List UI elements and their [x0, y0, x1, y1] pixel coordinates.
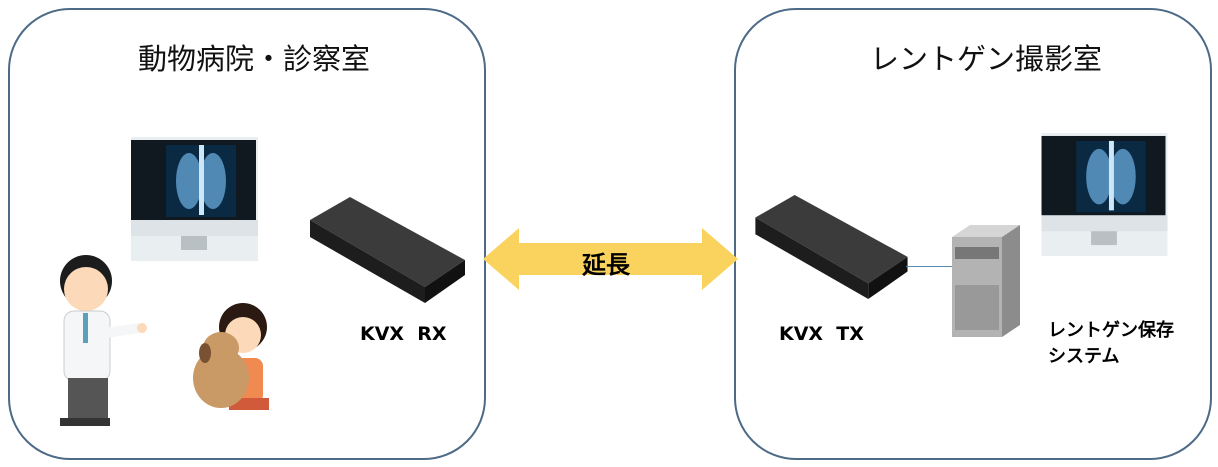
room-xray-title: レントゲン撮影室 [870, 42, 1103, 76]
server-icon [952, 225, 1020, 337]
xray-monitor-image [131, 137, 258, 261]
room-exam [8, 8, 486, 460]
extension-label: 延長 [582, 251, 630, 279]
kvx-tx-label: KVX TX [779, 323, 864, 345]
kvx-tx-device [755, 194, 908, 300]
xray-storage-line2: システム [1048, 346, 1120, 367]
kvx-rx-label: KVX RX [360, 323, 447, 345]
girl-with-dog-illustration [193, 303, 269, 410]
extension-arrow [483, 228, 738, 290]
room-xray [734, 8, 1212, 460]
xray-storage-label: レントゲン保存システム [1048, 318, 1174, 370]
doctor-illustration [60, 255, 147, 426]
xray-storage-line1: レントゲン保存 [1048, 320, 1174, 341]
room-exam-title: 動物病院・診察室 [138, 42, 371, 76]
xray-monitor-image [1041, 133, 1168, 256]
connection-line [906, 266, 954, 267]
kvx-rx-device [310, 197, 465, 303]
